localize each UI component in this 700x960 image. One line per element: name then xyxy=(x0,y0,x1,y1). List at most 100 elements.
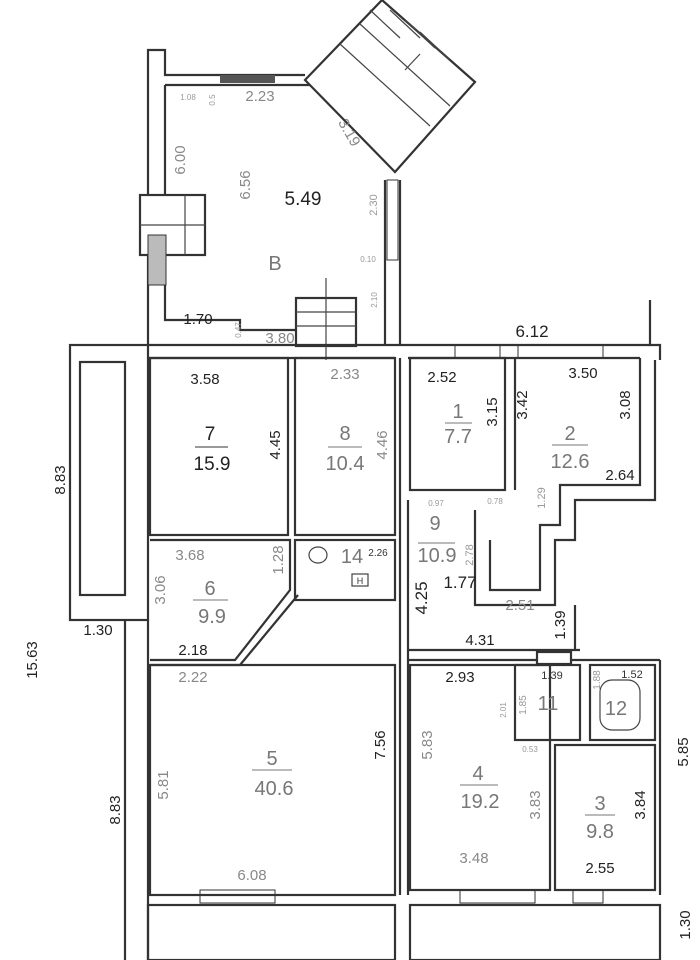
dimension: 3.42 xyxy=(514,390,531,419)
dimension: 3.06 xyxy=(152,575,169,604)
stair-landing xyxy=(303,0,477,174)
dimension: 1.52 xyxy=(621,669,642,681)
dimension: 3.58 xyxy=(190,371,219,388)
room-4-area: 19.2 xyxy=(461,791,500,813)
dimension: 3.68 xyxy=(175,547,204,564)
dimension: 1.70 xyxy=(183,311,212,328)
dimension: 0.47 xyxy=(234,322,243,338)
dimension: 1.28 xyxy=(270,545,287,574)
dimension: 7.56 xyxy=(372,730,389,759)
room-1-area: 7.7 xyxy=(444,426,472,448)
room-12-outline xyxy=(588,663,657,742)
dimension: 2.52 xyxy=(427,369,456,386)
room-7-outline xyxy=(148,356,290,537)
dimension: 1.39 xyxy=(541,670,562,682)
dimension: 0.10 xyxy=(360,255,376,264)
dimension: 4.25 xyxy=(412,581,431,614)
dimension: 8.83 xyxy=(52,465,69,494)
dimension: 2.30 xyxy=(368,194,380,215)
room-5-number: 5 xyxy=(266,748,277,770)
dimension: 1.29 xyxy=(536,487,548,508)
dimension: 3.50 xyxy=(568,365,597,382)
room-11-number: 11 xyxy=(538,693,559,715)
dimension: 4.46 xyxy=(374,430,391,459)
room-6-area: 9.9 xyxy=(198,606,226,628)
room-5-outline xyxy=(148,663,397,897)
room-2-area: 12.6 xyxy=(551,451,590,473)
room-labels: 5.49 B 7 15.9 8 10.4 1 7.7 2 12.6 9 10.9… xyxy=(193,189,627,843)
room-3-area: 9.8 xyxy=(586,821,614,843)
dimension: 8.83 xyxy=(107,795,124,824)
hatched-wall xyxy=(147,234,167,286)
bottom-right-balcony xyxy=(408,903,662,960)
room-7-area: 15.9 xyxy=(194,454,231,475)
dimension: 2.26 xyxy=(368,548,388,559)
dimension: 6.56 xyxy=(237,170,254,199)
loggia-window xyxy=(220,75,275,83)
dimension: 3.84 xyxy=(632,790,649,819)
dimension: 2.93 xyxy=(445,669,474,686)
dimension: 1.39 xyxy=(552,610,569,639)
dimension: 6.08 xyxy=(237,867,266,884)
room-8-number: 8 xyxy=(339,423,350,445)
dimension: 3.15 xyxy=(484,397,501,426)
room-12-number: 12 xyxy=(605,698,627,720)
dimension: 3.83 xyxy=(527,790,544,819)
room-4-number: 4 xyxy=(472,763,483,785)
toilet-icon xyxy=(308,546,328,564)
dimension: 1.30 xyxy=(677,910,694,939)
dimension: 0.5 xyxy=(208,94,217,106)
room-9-area: 10.9 xyxy=(418,545,457,567)
window xyxy=(454,344,501,359)
room-2-number: 2 xyxy=(564,423,575,445)
dimension: 3.80 xyxy=(265,330,294,347)
bathtub-icon xyxy=(599,679,641,731)
building-walls: H xyxy=(68,300,662,960)
bottom-left-balcony xyxy=(146,903,397,960)
room-3-number: 3 xyxy=(594,793,605,815)
dimension: 2.51 xyxy=(505,597,534,614)
dimension: 2.64 xyxy=(605,467,634,484)
dimension: 2.01 xyxy=(499,702,508,718)
room-b-label: B xyxy=(268,253,281,275)
loggia-side-window xyxy=(386,179,399,261)
dimension: 3.48 xyxy=(459,850,488,867)
dimension: 1.77 xyxy=(443,573,476,592)
fuse-box-label: H xyxy=(357,576,364,586)
dimension: 2.55 xyxy=(585,860,614,877)
window xyxy=(459,889,536,904)
dimension: 4.31 xyxy=(465,632,494,649)
dimension: 2.33 xyxy=(330,366,359,383)
dimension: 0.97 xyxy=(428,499,444,508)
stair-steps-icon xyxy=(339,9,451,127)
dimension: 1.30 xyxy=(83,622,112,639)
dimension: 15.63 xyxy=(24,641,41,679)
dimension: 5.85 xyxy=(675,737,692,766)
room-6-number: 6 xyxy=(204,578,215,600)
dimension: 5.81 xyxy=(155,770,172,799)
dimension: 6.00 xyxy=(172,145,189,174)
room-14-outline xyxy=(293,538,397,602)
dimension: 1.85 xyxy=(518,695,529,715)
dimension: 6.12 xyxy=(515,322,548,341)
left-balcony xyxy=(78,360,127,597)
dimension: 1.08 xyxy=(180,93,196,102)
fuse-box-icon xyxy=(351,573,369,587)
dimension: 1.88 xyxy=(592,670,603,690)
room-b-area: 5.49 xyxy=(285,189,322,210)
window xyxy=(572,889,604,904)
window xyxy=(199,889,276,904)
room-7-number: 7 xyxy=(205,424,216,445)
dimension: 5.83 xyxy=(419,730,436,759)
room-8-area: 10.4 xyxy=(326,453,365,475)
dimension: 2.18 xyxy=(178,642,207,659)
room-14-number: 14 xyxy=(341,546,363,568)
dimension: 0.78 xyxy=(487,497,503,506)
dimension: 0.53 xyxy=(522,745,538,754)
dimension: 3.08 xyxy=(617,390,634,419)
loggia-walls xyxy=(138,0,477,360)
room-8-outline xyxy=(293,356,397,537)
dimension: 2.22 xyxy=(178,669,207,686)
room-1-number: 1 xyxy=(452,401,463,423)
